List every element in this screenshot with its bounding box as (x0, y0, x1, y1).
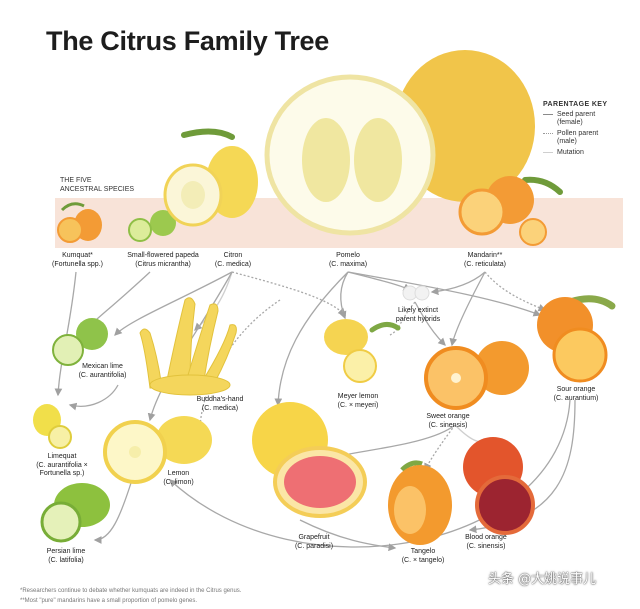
blood-orange-label: Blood orange(C. sinensis) (465, 534, 507, 550)
mexican-lime-fruit (52, 318, 108, 366)
seed-parent-line-icon (543, 114, 553, 115)
persian-lime-label: Persian lime(C. latifolia) (46, 548, 86, 564)
sweet-orange-fruit (424, 341, 529, 410)
page-title: The Citrus Family Tree (46, 26, 329, 56)
key-mutation: Mutation (543, 149, 635, 157)
limequat-label: Limequat(C. aurantifolia ×Fortunella sp.… (36, 453, 88, 477)
lemon-label: Lemon(C. limon) (163, 470, 194, 486)
footnote-kumquat: *Researchers continue to debate whether … (20, 588, 242, 594)
meyer-lemon-fruit (324, 319, 401, 383)
pomelo-fruit (264, 50, 535, 236)
tangelo-label: Tangelo(C. × tangelo) (401, 548, 445, 564)
mexican-lime-label: Mexican lime(C. aurantifolia) (78, 363, 127, 379)
footnote-mandarin: **Most "pure" mandarins have a small pro… (20, 598, 198, 604)
papeda-fruit (128, 210, 176, 242)
lemon-fruit (103, 416, 212, 484)
extinct-hybrids-icon (402, 285, 430, 301)
tangelo-fruit (388, 460, 452, 545)
mandarin-fruit (458, 176, 563, 246)
blood-orange-fruit (463, 437, 535, 535)
pomelo-label: Pomelo(C. maxima) (328, 252, 368, 268)
ancestral-species-header: THE FIVE ANCESTRAL SPECIES (60, 177, 135, 193)
citron-label: Citron(C. medica) (214, 252, 252, 268)
sour-orange-label: Sour orange(C. aurantium) (553, 386, 599, 402)
citron-fruit (163, 128, 258, 227)
meyer-lemon-label: Meyer lemon(C. × meyeri) (337, 393, 379, 409)
kumquat-label: Kumquat*(Fortunella spp.) (52, 252, 103, 268)
buddhas-hand-label: Buddha's-hand(C. medica) (196, 396, 244, 412)
key-seed-parent: Seed parent(female) (543, 111, 635, 127)
watermark: 头条 @大姚说事儿 (488, 572, 597, 587)
grapefruit-fruit (252, 402, 367, 518)
papeda-label: Small-flowered papeda(Citrus micrantha) (127, 252, 199, 268)
parentage-key: PARENTAGE KEY Seed parent(female) Pollen… (543, 101, 635, 160)
parentage-key-title: PARENTAGE KEY (543, 101, 608, 108)
persian-lime-fruit (40, 483, 110, 543)
grapefruit-label: Grapefruit(C. paradisi) (294, 534, 334, 550)
key-pollen-parent: Pollen parent(male) (543, 130, 635, 146)
mutation-line-icon (543, 152, 553, 153)
kumquat-fruit (57, 202, 102, 243)
buddhas-hand-fruit (139, 297, 237, 396)
sour-orange-fruit (537, 295, 616, 383)
sweet-orange-label: Sweet orange(C. sinensis) (426, 413, 470, 429)
limequat-fruit (33, 404, 72, 449)
mandarin-label: Mandarin**(C. reticulata) (463, 252, 506, 268)
pollen-parent-line-icon (543, 133, 553, 134)
